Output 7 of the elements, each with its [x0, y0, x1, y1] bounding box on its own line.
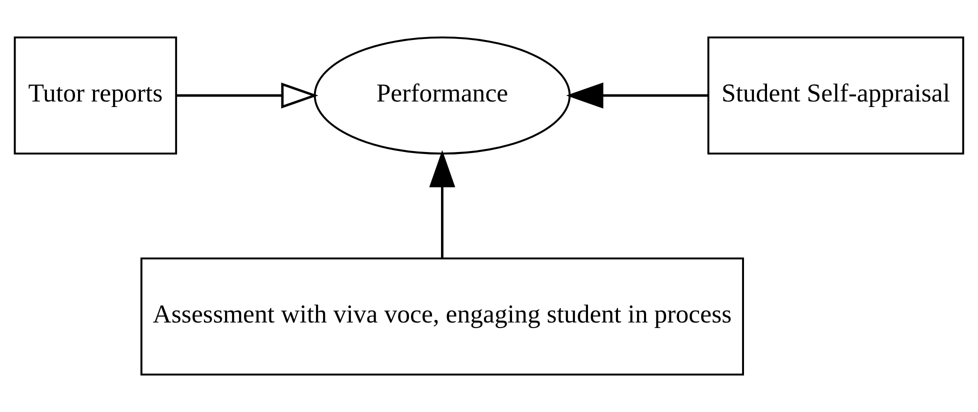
node-box: Tutor reports [14, 36, 178, 155]
node-ellipse: Performance [314, 36, 571, 155]
arrow [176, 82, 318, 109]
node-box: Student Self-appraisal [707, 36, 964, 155]
node-box: Assessment with viva voce, engaging student in process [140, 257, 744, 376]
arrow [566, 82, 708, 109]
arrow [429, 150, 456, 258]
